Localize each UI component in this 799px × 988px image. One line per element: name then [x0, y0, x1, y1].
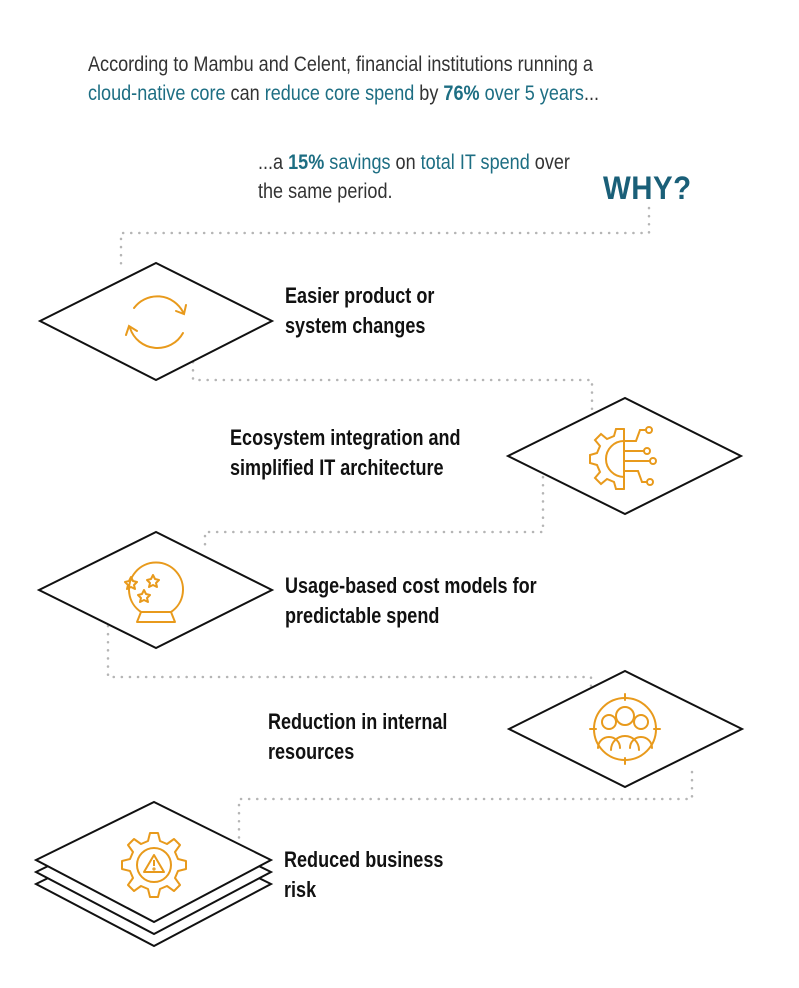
- highlight-76-percent: 76%: [443, 82, 480, 105]
- savings-text: ...a 15% savings on total IT spend over …: [258, 148, 619, 206]
- savings-line-2: the same period.: [258, 180, 393, 203]
- highlight-reduce-core-spend: reduce core spend: [264, 82, 415, 105]
- diamond-3: [36, 530, 275, 650]
- highlight-total-it-spend: total IT spend: [420, 151, 530, 174]
- gear-warning-icon: [121, 832, 187, 898]
- intro-text: According to Mambu and Celent, financial…: [88, 50, 621, 108]
- dotted-connectors: [106, 206, 694, 840]
- people-target-icon: [589, 693, 661, 765]
- savings-line-1: ...a 15% savings on total IT spend over: [258, 151, 570, 174]
- diamond-1: [37, 261, 275, 382]
- intro-line-2: cloud-native core can reduce core spend …: [88, 82, 600, 105]
- refresh-cycle-icon: [125, 295, 187, 350]
- why-heading: WHY?: [603, 170, 692, 206]
- diamond-4: [506, 669, 745, 789]
- intro-line-1: According to Mambu and Celent, financial…: [88, 53, 593, 76]
- highlight-15-percent: 15%: [288, 151, 325, 174]
- crystal-ball-icon: [124, 561, 184, 623]
- gear-circuit-icon: [589, 426, 657, 490]
- highlight-cloud-native: cloud-native core: [88, 82, 226, 105]
- diamond-shapes: [33, 261, 745, 948]
